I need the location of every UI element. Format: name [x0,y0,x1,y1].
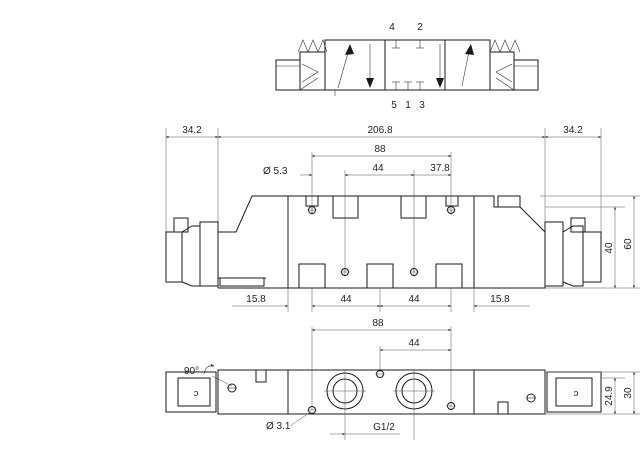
dim-height-inner: 40 [604,242,615,254]
front-body-outline [217,195,546,289]
dim-bottom-height-inner: 24.9 [604,386,615,406]
dim-bottom-left: 15.8 [246,294,266,305]
pneumatic-symbol: 4 2 5 1 3 [275,22,539,111]
dim-port-pitch-top: 44 [372,163,384,174]
svg-text:ɔ: ɔ [194,388,199,399]
left-solenoid-front [165,217,219,287]
dim-overall-length: 206.8 [367,125,392,136]
svg-text:ɔ: ɔ [574,388,579,399]
dim-bottom-pitch-1: 44 [340,294,352,305]
port-label-1: 1 [405,100,411,111]
dim-mount-spacing: 88 [374,144,386,155]
dim-right-extension: 34.2 [563,125,583,136]
dim-bottom-port-pitch: 44 [408,338,420,349]
dim-bottom-right: 15.8 [490,294,510,305]
right-position-box [444,39,491,91]
top-port-2 [400,195,427,219]
rotation-arrow-icon [203,363,215,375]
left-spring [297,39,328,53]
bottom-port-1 [366,263,394,289]
bottom-port-3 [435,263,463,289]
left-solenoid-bottom: ɔ [165,371,237,413]
right-pilot-box [489,51,515,91]
label-thread: G1/2 [373,422,395,433]
label-hole-diameter: Ø 5.3 [263,166,288,177]
dim-bottom-mount-spacing: 88 [372,318,384,329]
right-solenoid-box [513,59,539,91]
bottom-body-outline [217,369,546,415]
right-solenoid-bottom: ɔ [526,371,602,413]
left-solenoid-box [275,59,301,91]
dim-bottom-pitch-2: 44 [408,294,420,305]
dim-height-outer: 60 [623,238,634,250]
top-port-4 [332,195,359,219]
bottom-view: 88 44 90° ɔ ɔ [165,318,640,440]
front-view: 34.2 206.8 34.2 88 44 37.8 Ø 5.3 [165,125,640,312]
left-pilot-box [299,51,326,91]
port-label-3: 3 [419,100,425,111]
dim-bottom-height-outer: 30 [623,387,634,399]
dim-offset-right: 37.8 [430,163,450,174]
bottom-port-5 [298,263,326,289]
dim-left-extension: 34.2 [182,125,202,136]
right-solenoid-front [544,217,602,287]
label-bottom-hole-diameter: Ø 3.1 [266,421,291,432]
right-spring [489,39,521,53]
port-label-2: 2 [417,22,423,33]
port-label-4: 4 [389,22,395,33]
port-label-5: 5 [391,100,397,111]
